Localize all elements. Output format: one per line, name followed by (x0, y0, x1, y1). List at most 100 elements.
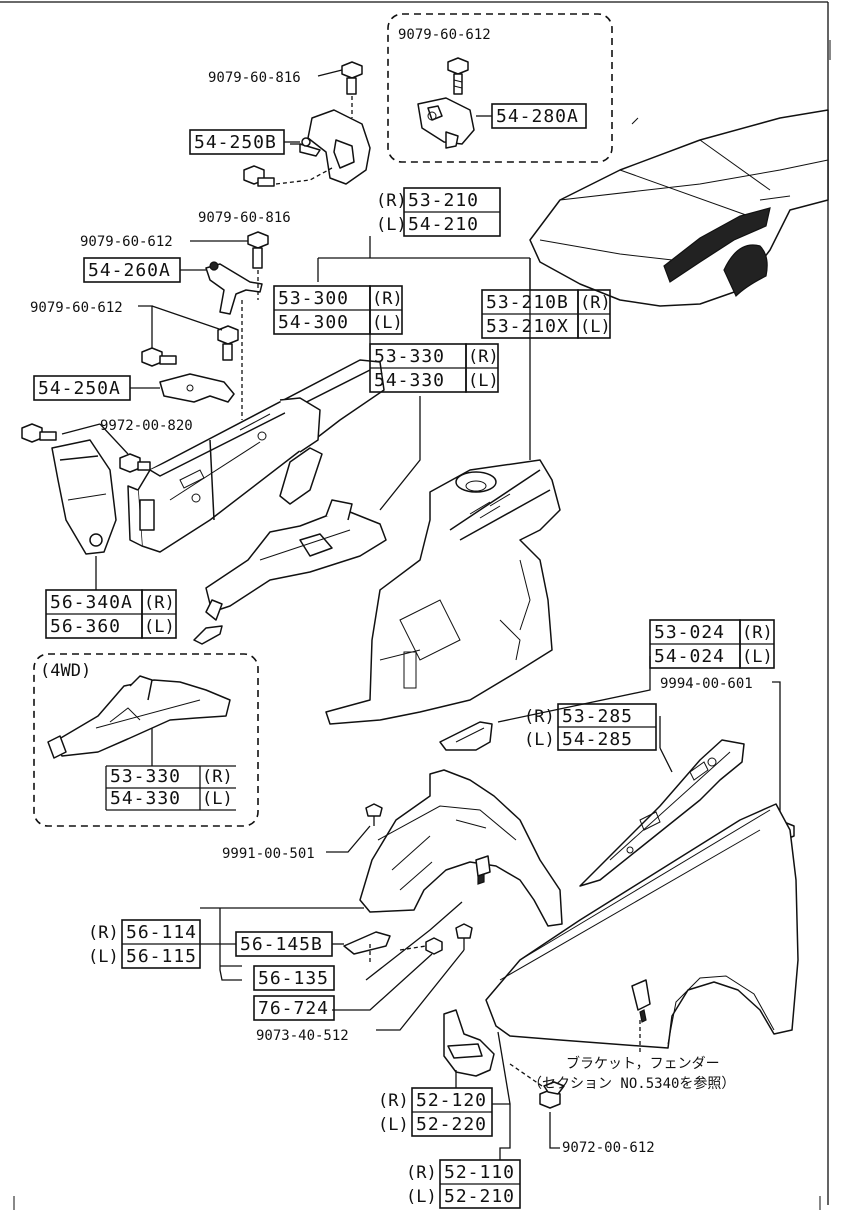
side-r-53-330: (R) (468, 347, 499, 367)
part-number-53-210: 53-210 (408, 190, 479, 211)
screw-76-724-drawing (425, 923, 473, 955)
side-l-54-024: (L) (742, 647, 773, 667)
part-box-54-260a (83, 257, 181, 283)
part-number-9072-00-612: 9072-00-612 (562, 1140, 655, 1156)
part-number-56-135: 56-135 (258, 968, 329, 989)
part-number-56-340a: 56-340A (50, 592, 133, 613)
part-number-9079-60-816-a: 9079-60-816 (208, 70, 301, 86)
side-box-53-300 (369, 285, 403, 335)
part-number-52-220: 52-220 (416, 1114, 487, 1135)
bracket-56-145b-drawing (343, 931, 391, 964)
bracket-54-250a-drawing (159, 373, 235, 403)
bracket-54-260a-drawing (205, 261, 263, 315)
side-l-52-220: (L) (378, 1115, 409, 1135)
part-number-54-210: 54-210 (408, 214, 479, 235)
bolt-9972-00-820-pair (21, 423, 151, 473)
part-box-56-135 (253, 965, 335, 991)
part-box-76-724 (253, 995, 335, 1021)
side-l-53-210x: (L) (580, 317, 611, 337)
part-number-53-024: 53-024 (654, 622, 725, 643)
side-l-52-210: (L) (406, 1187, 437, 1207)
bolt-9072-00-612-drawing (539, 1081, 565, 1109)
part-number-56-114: 56-114 (126, 922, 197, 943)
part-number-9079-60-612-a: 9079-60-612 (398, 27, 491, 43)
part-number-54-300: 54-300 (278, 312, 349, 333)
vehicle-sketch (529, 109, 829, 307)
crossmember-53-330-drawing (193, 499, 387, 645)
side-r-52-110: (R) (406, 1163, 437, 1183)
part-number-9994-00-601: 9994-00-601 (660, 676, 753, 692)
part-number-9079-60-612-b: 9079-60-612 (80, 234, 173, 250)
part-number-56-360: 56-360 (50, 616, 121, 637)
side-r-53-300: (R) (372, 289, 403, 309)
bracket-54-250b-drawing (299, 109, 371, 185)
part-number-56-115: 56-115 (126, 946, 197, 967)
part-number-53-330: 53-330 (374, 346, 445, 367)
part-number-53-210x: 53-210X (486, 316, 569, 337)
side-l-54-210: (L) (376, 215, 407, 235)
side-r-53-210: (R) (376, 191, 407, 211)
part-number-76-724: 76-724 (258, 998, 329, 1019)
part-number-52-120: 52-120 (416, 1090, 487, 1111)
side-l-54-285: (L) (524, 730, 555, 750)
leader-tree-53-210 (317, 236, 531, 290)
side-r-53-024: (R) (742, 623, 773, 643)
part-number-53-330-4wd: 53-330 (110, 766, 181, 787)
apron-53-210b-drawing (325, 459, 561, 725)
note-see-section: （セクション NO.5340を参照） (528, 1075, 735, 1092)
part-number-54-260a: 54-260A (88, 260, 171, 281)
part-number-54-250a: 54-250A (38, 378, 121, 399)
side-box-53-210b (577, 289, 611, 339)
clip-9991-00-501-drawing (365, 803, 383, 826)
part-box-54-250a (33, 375, 131, 401)
mudguard-56-114-drawing (359, 769, 563, 927)
side-box-56-340a (141, 589, 177, 639)
side-r-53-330-4wd: (R) (202, 767, 233, 787)
part-number-54-280a: 54-280A (496, 106, 579, 127)
side-r-53-285: (R) (524, 707, 555, 727)
bracket-56-340a-drawing (51, 439, 117, 555)
side-box-53-330 (465, 343, 499, 393)
part-number-54-330-4wd: 54-330 (110, 788, 181, 809)
part-number-9079-60-816-b: 9079-60-816 (198, 210, 291, 226)
side-box-53-024 (739, 619, 775, 669)
side-l-54-330-4wd: (L) (202, 789, 233, 809)
part-number-9991-00-501: 9991-00-501 (222, 846, 315, 862)
part-number-53-285: 53-285 (562, 706, 633, 727)
frame (0, 1, 831, 1210)
part-number-9079-60-612-c: 9079-60-612 (30, 300, 123, 316)
crossmember-4wd-drawing (47, 675, 231, 759)
bolt-9079-60-612-mid (247, 231, 269, 269)
bolt-9079-60-612-left (141, 325, 239, 367)
side-l-56-360: (L) (144, 617, 175, 637)
side-r-56-340a: (R) (144, 593, 175, 613)
part-number-54-250b: 54-250B (194, 132, 277, 153)
bolt-9079-60-816-upper (341, 61, 363, 95)
part-number-54-024: 54-024 (654, 646, 725, 667)
part-number-52-110: 52-110 (444, 1162, 515, 1183)
label-4wd: (4WD) (40, 661, 91, 681)
bracket-detail-dashed-group (387, 13, 613, 163)
part-number-9073-40-512: 9073-40-512 (256, 1028, 349, 1044)
part-number-54-330: 54-330 (374, 370, 445, 391)
bracket-52-120-drawing (443, 1009, 495, 1077)
plate-53-024-drawing (439, 721, 493, 751)
4wd-dashed-group (33, 653, 259, 827)
part-box-54-280a (491, 103, 587, 129)
side-l-54-300: (L) (372, 313, 403, 333)
bracket-53-285-drawing (579, 739, 745, 887)
part-number-9972-00-820: 9972-00-820 (100, 418, 193, 434)
bracket-54-280a-drawing (417, 97, 475, 149)
note-bracket-fender: ブラケット，フェンダー (566, 1055, 720, 1072)
part-number-52-210: 52-210 (444, 1186, 515, 1207)
bolt-9079-60-612-top (447, 57, 469, 95)
part-number-53-210b: 53-210B (486, 292, 569, 313)
part-number-56-145b: 56-145B (240, 934, 323, 955)
front-frame-53-300-drawing (127, 359, 385, 553)
side-l-54-330: (L) (468, 371, 499, 391)
side-r-53-210b: (R) (580, 293, 611, 313)
part-number-54-285: 54-285 (562, 729, 633, 750)
side-r-52-120: (R) (378, 1091, 409, 1111)
